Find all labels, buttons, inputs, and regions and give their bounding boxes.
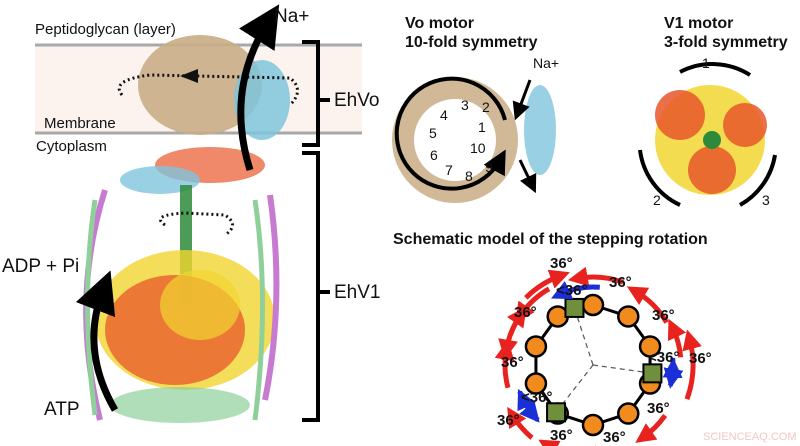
subunit-number: 2 (653, 192, 661, 208)
adp-pi-label: ADP + Pi (2, 256, 79, 277)
blue-substep-arrow (550, 281, 601, 300)
c-subunit-circle (524, 372, 548, 395)
red-step-arrow (635, 413, 668, 443)
red-step-arrow (515, 286, 551, 323)
v1-arcs (638, 62, 777, 207)
red-step-arrow (538, 439, 561, 446)
angle-label: <36° (521, 389, 552, 406)
red-step-arrow (498, 319, 519, 360)
rotation-arrowhead-icon (180, 69, 198, 83)
c-subunit-circle (617, 402, 640, 425)
peptidoglycan-label: Peptidoglycan (layer) (35, 21, 176, 38)
red-step-arrow (667, 318, 687, 358)
c-subunit-circle (617, 305, 640, 328)
na-ion-label: Na+ (274, 6, 309, 27)
angle-label: 36° (603, 429, 626, 446)
v1-motor-title: V1 motor (664, 15, 733, 32)
ehv1-label: EhV1 (334, 282, 380, 303)
red-step-arrow (567, 266, 624, 287)
schematic-title: Schematic model of the stepping rotation (393, 231, 708, 248)
angle-label: 36° (652, 307, 675, 324)
blue-substep-arrow (662, 357, 683, 387)
bracket-ehv1 (302, 151, 330, 422)
ehvo-label: EhVo (334, 90, 379, 111)
subunit-number: 10 (470, 140, 486, 156)
subunit-number: 9 (485, 159, 493, 175)
subunit-number: 3 (762, 192, 770, 208)
watermark: SCIENCEAQ.COM (703, 431, 797, 443)
v1-structure (655, 85, 767, 195)
blue-substep-arrow (517, 390, 540, 423)
subunit-number: 5 (429, 125, 437, 141)
angle-label: <36° (648, 349, 679, 366)
membrane-label: Membrane (44, 115, 116, 132)
subunit-number: 2 (482, 99, 490, 115)
bracket-ehvo (302, 40, 330, 147)
angle-label: <36° (556, 282, 587, 299)
vo-ring-structure (392, 77, 556, 203)
vo-subunit-numbers: 1 2 3 4 5 6 7 8 9 10 (429, 97, 493, 184)
vo-na-exit-arrow (518, 159, 537, 194)
na-transport-arrow (237, 4, 280, 172)
stator-square (642, 363, 663, 384)
red-step-arrow (682, 329, 702, 401)
vo-motor-subtitle: 10-fold symmetry (405, 34, 538, 51)
vo-rotation-arrow (394, 76, 507, 191)
subunit-number: 8 (465, 168, 473, 184)
stator-square (564, 297, 585, 318)
angle-label: 36° (550, 255, 573, 272)
red-step-arrow (626, 286, 669, 324)
stepping-schematic: 36°<36°36°36°36°<36°36°36°<36°36°36°36°3… (494, 255, 712, 446)
red-step-arrow (507, 406, 534, 440)
c-subunit-circle (581, 413, 605, 437)
vo-motor-title: Vo motor (405, 15, 474, 32)
angle-label: 36° (609, 274, 632, 291)
ehv1-structure (83, 185, 280, 423)
subunit-number: 3 (461, 97, 469, 113)
ehvo-structure (120, 35, 290, 194)
stalk-line (555, 364, 594, 413)
atp-label: ATP (44, 399, 80, 420)
cytoplasm-label: Cytoplasm (36, 138, 107, 155)
vo-na-entry-arrow (512, 79, 532, 121)
stator-square (546, 402, 567, 423)
central-rotation-arrow (159, 211, 234, 237)
subunit-number: 7 (445, 162, 453, 178)
c-subunit-circle (524, 335, 548, 358)
subunit-number: 1 (478, 119, 486, 135)
subunit-number: 1 (702, 55, 710, 71)
angle-label: 36° (647, 400, 670, 417)
vo-na-label: Na+ (533, 55, 559, 71)
v1-motor-subtitle: 3-fold symmetry (664, 34, 788, 51)
red-step-arrow (524, 269, 570, 300)
angle-label: 36° (550, 427, 573, 444)
angle-label: 36° (497, 412, 520, 429)
angle-label: 36° (514, 304, 537, 321)
angle-label: 36° (501, 354, 524, 371)
subunit-number: 4 (440, 107, 448, 123)
c-subunit-circle (638, 335, 662, 358)
atp-hydrolysis-arrow (75, 270, 119, 412)
angle-label: 36° (689, 350, 712, 367)
subunit-number: 6 (430, 147, 438, 163)
